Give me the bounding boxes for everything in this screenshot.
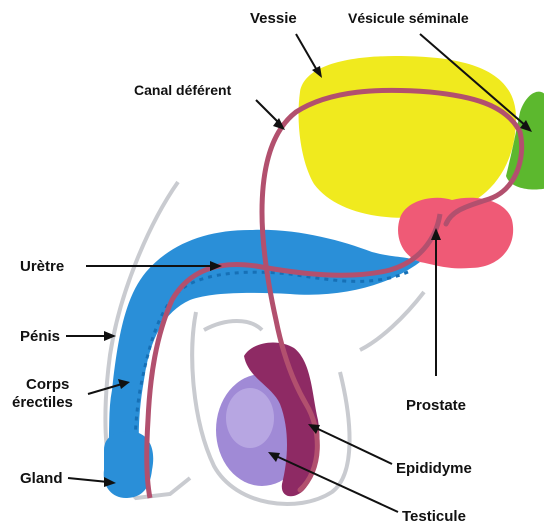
label-vessie: Vessie	[250, 10, 297, 27]
label-prostate: Prostate	[406, 397, 466, 414]
label-vesicule-seminale: Vésicule séminale	[348, 10, 469, 26]
label-penis: Pénis	[20, 328, 60, 345]
testicle-highlight	[226, 388, 274, 448]
label-gland: Gland	[20, 470, 63, 487]
label-corps: Corps	[26, 376, 69, 393]
label-erectiles: érectiles	[12, 394, 73, 411]
label-canal-deferent: Canal déférent	[134, 82, 232, 98]
label-uretre: Urètre	[20, 258, 64, 275]
label-testicule: Testicule	[402, 508, 466, 525]
skin-outline-abdomen	[360, 292, 424, 350]
skin-outline-inner	[204, 321, 262, 330]
label-epididyme: Epididyme	[396, 460, 472, 477]
bladder-shape	[299, 56, 516, 218]
